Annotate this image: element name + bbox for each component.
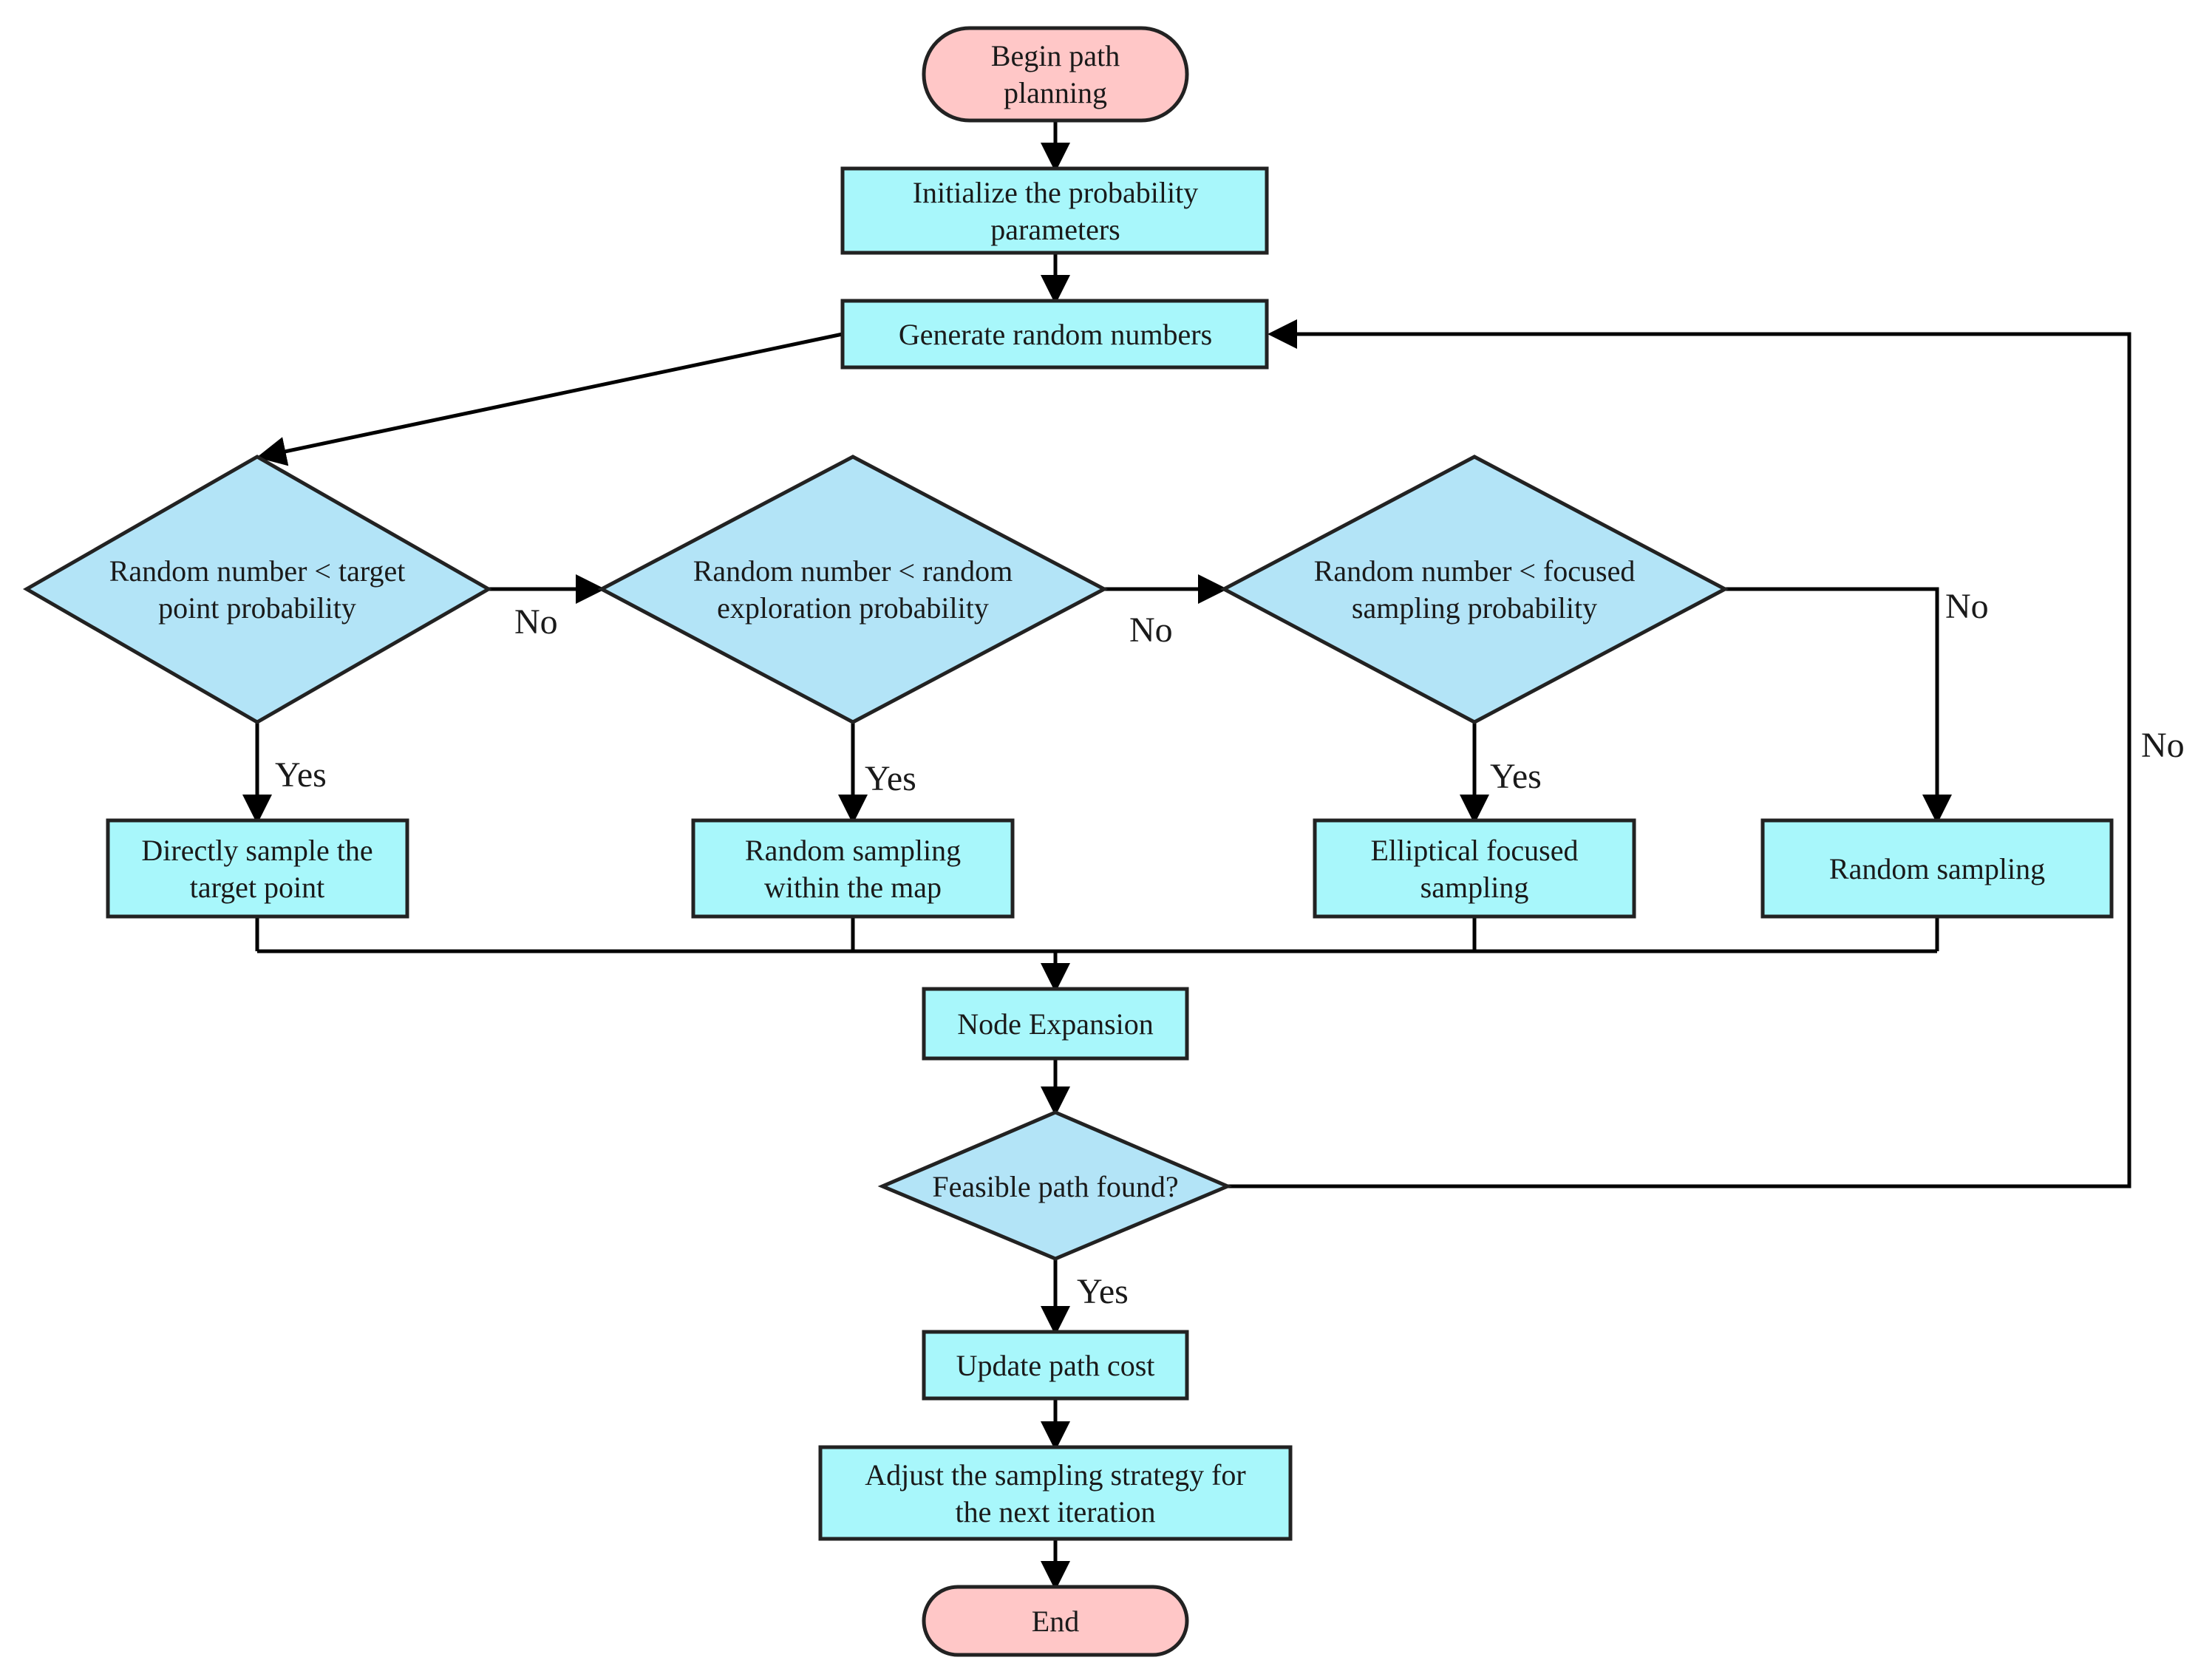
expansion-process-text: Node Expansion [957, 1007, 1154, 1041]
decision-target-shape [22, 455, 493, 724]
begin-terminal-text: Begin path planning [991, 39, 1120, 109]
sample-target-process: Directly sample the target point [106, 818, 409, 919]
sample-target-shape [106, 818, 409, 919]
decision-feasible: Feasible path found? [877, 1110, 1233, 1261]
text-line: planning [1004, 76, 1107, 109]
label-no-target: No [514, 602, 558, 642]
text-line: sampling [1420, 871, 1529, 904]
edge-labels: No No No No Yes Yes Yes Yes [275, 587, 2185, 1311]
begin-terminal-shape [922, 26, 1189, 123]
text-line: Node Expansion [957, 1007, 1154, 1041]
end-terminal-text: End [1032, 1605, 1079, 1638]
text-line: point probability [158, 591, 356, 625]
text-line: End [1032, 1605, 1079, 1638]
edge-feasible-loop-generate [1228, 319, 2131, 1188]
text-line: Random number < focused [1314, 554, 1636, 588]
generate-process: Generate random numbers [840, 299, 1269, 370]
label-no-explore: No [1129, 611, 1173, 650]
init-process: Initialize the probability parameters [840, 166, 1269, 255]
text-line: Feasible path found? [932, 1170, 1178, 1203]
sample-ellipse-process: Elliptical focused sampling [1313, 818, 1636, 919]
label-yes-focused: Yes [1490, 757, 1542, 796]
text-line: Random sampling [745, 834, 961, 867]
label-yes-explore: Yes [865, 759, 916, 798]
text-line: target point [190, 871, 325, 904]
text-line: Elliptical focused [1370, 834, 1578, 867]
update-process: Update path cost [922, 1330, 1189, 1401]
text-line: Initialize the probability [913, 176, 1199, 209]
text-line: Random number < target [109, 554, 406, 588]
label-no-focused: No [1945, 587, 1989, 626]
edges [242, 120, 2131, 1591]
end-terminal: End [922, 1585, 1189, 1657]
decision-explore-shape [597, 455, 1109, 724]
text-line: sampling probability [1352, 591, 1597, 625]
text-line: Generate random numbers [899, 318, 1212, 351]
text-line: parameters [990, 213, 1120, 246]
sample-map-shape [691, 818, 1015, 919]
generate-process-text: Generate random numbers [899, 318, 1212, 351]
edge-generate-decision-target [256, 332, 843, 466]
init-process-shape [840, 166, 1269, 255]
generate-process-shape [840, 299, 1269, 370]
end-terminal-shape [922, 1585, 1189, 1657]
update-process-shape [922, 1330, 1189, 1401]
sample-map-process: Random sampling within the map [691, 818, 1015, 919]
expansion-process-shape [922, 987, 1189, 1061]
sample-random-shape [1760, 818, 2114, 919]
text-line: Directly sample the [141, 834, 372, 867]
text-line: the next iteration [955, 1495, 1155, 1528]
expansion-process: Node Expansion [922, 987, 1189, 1061]
begin-terminal: Begin path planning [922, 26, 1189, 123]
text-line: Adjust the sampling strategy for [865, 1458, 1245, 1492]
text-line: exploration probability [717, 591, 989, 625]
text-line: within the map [764, 871, 942, 904]
sample-map-text: Random sampling within the map [745, 834, 961, 904]
nodes: Begin path planning Initialize the probab… [22, 26, 2114, 1657]
sample-ellipse-text: Elliptical focused sampling [1370, 834, 1578, 904]
text-line: Begin path [991, 39, 1120, 72]
update-process-text: Update path cost [956, 1349, 1155, 1382]
sample-random-text: Random sampling [1829, 852, 2045, 885]
text-line: Update path cost [956, 1349, 1155, 1382]
sample-target-text: Directly sample the target point [141, 834, 372, 904]
decision-focused-shape [1219, 455, 1729, 724]
label-yes-feasible: Yes [1077, 1272, 1129, 1311]
sample-random-process: Random sampling [1760, 818, 2114, 919]
label-no-feasible: No [2141, 726, 2185, 765]
label-yes-target: Yes [275, 755, 327, 795]
edge-decision-focused-random [1725, 587, 1952, 824]
adjust-process-shape [818, 1445, 1293, 1541]
init-process-text: Initialize the probability parameters [913, 176, 1199, 246]
text-line: Random sampling [1829, 852, 2045, 885]
text-line: Random number < random [693, 554, 1013, 588]
decision-feasible-shape [877, 1110, 1233, 1261]
decision-feasible-text: Feasible path found? [932, 1170, 1178, 1203]
sample-ellipse-shape [1313, 818, 1636, 919]
